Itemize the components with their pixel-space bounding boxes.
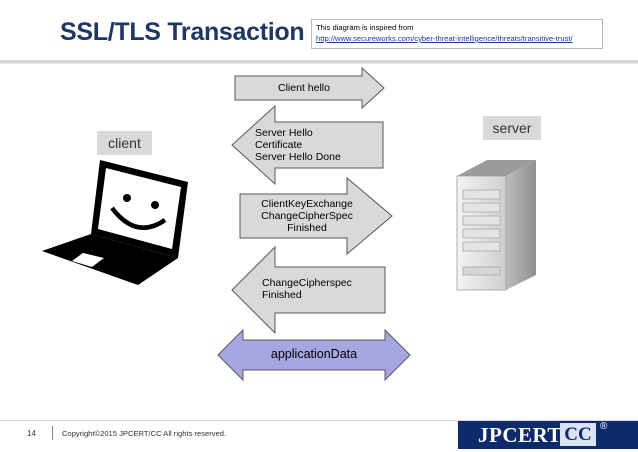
page-number: 14 — [27, 429, 36, 438]
copyright-text: Copyright©2015 JPCERT/CC All rights rese… — [62, 429, 227, 438]
title-divider — [0, 60, 638, 63]
client-key-exchange-arrow — [239, 176, 393, 256]
client-key-exchange-line: ClientKeyExchange — [261, 198, 353, 210]
application-data-text: applicationData — [270, 347, 358, 361]
server-hello-text: Server Hello Certificate Server Hello Do… — [255, 127, 341, 163]
application-data-arrow — [217, 328, 411, 382]
change-cipherspec-line: ChangeCipherspec — [262, 277, 352, 289]
title-divider-shadow — [0, 63, 638, 64]
client-key-exchange-text: ClientKeyExchange ChangeCipherSpec Finis… — [252, 198, 362, 234]
source-link[interactable]: http://www.secureworks.com/cyber-threat-… — [316, 34, 573, 43]
registered-mark: ® — [600, 421, 608, 432]
logo-band — [458, 421, 638, 449]
change-cipherspec-text: ChangeCipherspec Finished — [262, 277, 352, 301]
footer-separator — [52, 426, 53, 440]
source-note-text: This diagram is inspired from — [316, 23, 414, 32]
laptop-icon — [42, 160, 188, 285]
change-cipherspec-arrow — [231, 245, 386, 335]
server-hello-arrow — [231, 104, 384, 186]
client-label: client — [97, 131, 152, 155]
jpcert-logo-cc: CC — [560, 423, 596, 446]
server-icon — [456, 160, 536, 291]
server-label: server — [483, 116, 541, 140]
finished-line: Finished — [262, 289, 302, 301]
page-title: SSL/TLS Transaction — [60, 18, 305, 46]
footer-divider — [0, 420, 638, 421]
server-hello-line: Server Hello — [255, 127, 313, 139]
client-hello-text: Client hello — [278, 82, 330, 94]
change-cipher-spec-line: ChangeCipherSpec — [261, 210, 353, 222]
server-hello-done-line: Server Hello Done — [255, 151, 341, 163]
jpcert-logo-text: JPCERT — [478, 423, 562, 447]
certificate-line: Certificate — [255, 139, 303, 151]
client-hello-arrow — [234, 66, 385, 110]
finished-line: Finished — [287, 222, 327, 234]
source-note: This diagram is inspired from http://www… — [311, 19, 603, 49]
